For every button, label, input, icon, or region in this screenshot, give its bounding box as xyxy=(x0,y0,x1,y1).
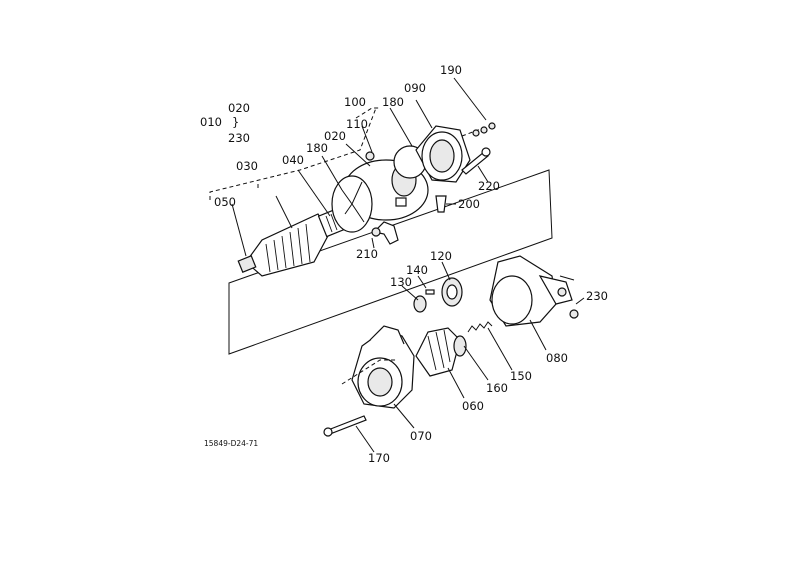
label-050: 050 xyxy=(214,195,236,209)
drawing-code: 15849-D24-71 xyxy=(204,439,258,448)
label-080: 080 xyxy=(546,351,568,365)
bolt-190 xyxy=(461,122,496,137)
armature-part xyxy=(237,208,345,277)
label-230-right: 230 xyxy=(586,289,608,303)
label-160: 160 xyxy=(486,381,508,395)
label-130: 130 xyxy=(390,275,412,289)
bolt-170 xyxy=(323,415,367,437)
bolt-220 xyxy=(461,147,491,175)
label-150: 150 xyxy=(510,369,532,383)
label-040: 040 xyxy=(282,153,304,167)
pin-140 xyxy=(425,289,435,295)
label-140: 140 xyxy=(406,263,428,277)
spring-150 xyxy=(467,321,493,333)
label-070: 070 xyxy=(410,429,432,443)
nut-230 xyxy=(569,309,579,319)
magnetic-switch-part xyxy=(489,255,575,327)
label-110: 110 xyxy=(346,117,368,131)
screw-200 xyxy=(435,195,447,213)
label-090: 090 xyxy=(404,81,426,95)
label-180-right: 180 xyxy=(382,95,404,109)
label-200: 200 xyxy=(458,197,480,211)
gear-130 xyxy=(413,295,427,313)
leader-lines xyxy=(209,77,585,453)
label-120: 120 xyxy=(430,249,452,263)
lever-210 xyxy=(371,221,399,245)
label-010: 010 xyxy=(200,115,222,129)
label-020-yoke: 020 xyxy=(324,129,346,143)
label-100: 100 xyxy=(344,95,366,109)
label-230-top: 230 xyxy=(228,131,250,145)
label-180-left: 180 xyxy=(306,141,328,155)
part-labels: 010 020 } 230 030 040 050 180 020 110 10… xyxy=(200,63,608,465)
label-030: 030 xyxy=(236,159,258,173)
yoke-part xyxy=(331,159,429,233)
label-brace: } xyxy=(232,115,239,129)
label-170: 170 xyxy=(368,451,390,465)
label-210: 210 xyxy=(356,247,378,261)
rear-cover-part xyxy=(415,125,471,183)
label-190: 190 xyxy=(440,63,462,77)
overrunning-clutch-part xyxy=(415,327,467,377)
label-060: 060 xyxy=(462,399,484,413)
label-020-top: 020 xyxy=(228,101,250,115)
gear-120 xyxy=(441,277,463,307)
label-220: 220 xyxy=(478,179,500,193)
front-housing-part xyxy=(351,325,415,409)
